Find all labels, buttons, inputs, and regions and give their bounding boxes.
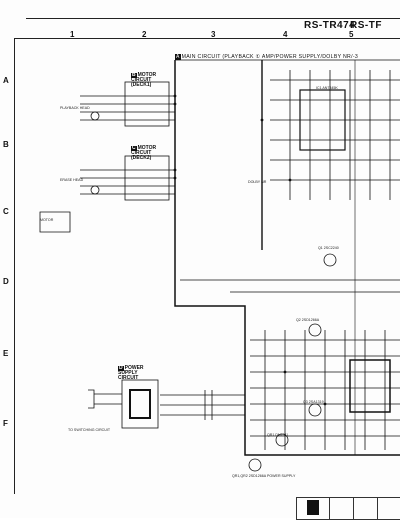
section-tag-b: B [131,72,137,78]
grid-row-d: D [3,277,9,286]
section-tag-c: C [131,145,137,151]
model-number-2: RS-TF [350,20,382,31]
ic1-label: IC1 AN7345K [316,86,338,90]
grid-row-c: C [3,207,9,216]
section-tag-a: A [175,54,181,60]
title-block-fill [307,500,319,515]
grid-row-e: E [3,349,9,358]
q3-label: Q3 2SA1319 [303,400,324,404]
grid-row-a: A [3,76,9,85]
header-rule [26,18,400,19]
to-switching-label: TO SWITCHING CIRCUIT [68,428,111,432]
model-number-1: RS-TR474 [304,20,356,31]
grid-row-b: B [3,140,9,149]
title-block-divider-2 [353,498,354,519]
motor-label: MOTOR [40,218,54,222]
grid-column-2: 2 [142,30,147,39]
title-block-divider-3 [377,498,378,519]
dolby-label: DOLBY NR [248,180,267,184]
grid-column-3: 3 [211,30,216,39]
title-block [296,497,400,520]
schematic-frame [14,38,400,494]
playback-head-label: PLAYBACK HEAD [60,106,90,110]
motor-deck2-text: MOTOR CIRCUIT (DECK2) [131,145,157,161]
grid-column-4: 4 [283,30,288,39]
section-tag-d: D [118,365,124,371]
power-supply-text: POWER SUPPLY CIRCUIT [118,365,144,381]
motor-deck1-text: MOTOR CIRCUIT (DECK1) [131,72,157,88]
erase-head-label: ERASE HEAD [60,178,84,182]
power-main-label: QR1,QR2 2SD1266A POWER SUPPLY [232,474,296,478]
grid-column-1: 1 [70,30,75,39]
grid-row-f: F [3,419,8,428]
q1-label: Q1 2SC2240 [318,246,339,250]
grid-column-5: 5 [349,30,354,39]
section-title-text: MAIN CIRCUIT (PLAYBACK ① AMP/POWER SUPPL… [181,54,359,60]
qr-label: QR1 DN1011 [267,433,289,437]
title-block-divider-1 [329,498,330,519]
q2-label: Q2 2SD1266A [296,318,320,322]
